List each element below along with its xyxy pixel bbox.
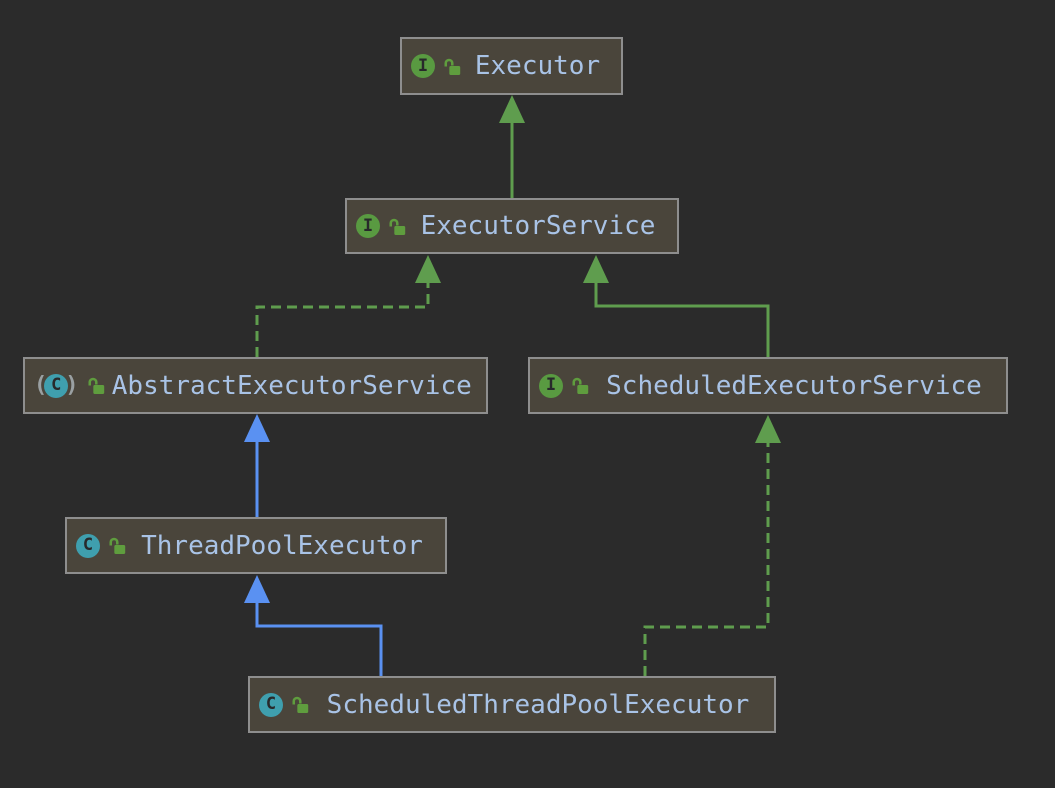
abstract-class-icon: ( C ) [34, 372, 79, 398]
edge-scheduledthreadpoolexecutor-implements-scheduledexecutorservice [643, 415, 781, 676]
public-lock-icon [572, 377, 589, 394]
interface-icon: I [411, 54, 435, 78]
edge-executorservice-extends-executor [499, 95, 525, 198]
executor-service-icons: I [356, 214, 407, 238]
edge-scheduledthreadpoolexecutor-extends-threadpoolexecutor [244, 575, 383, 676]
public-lock-icon [389, 218, 406, 235]
node-label-executor-service: ExecutorService [420, 211, 656, 241]
edge-threadpoolexecutor-extends-abstractexecutorservice [244, 414, 270, 517]
executor-icons: I [411, 54, 462, 78]
public-lock-icon [87, 377, 104, 394]
interface-icon: I [356, 214, 380, 238]
public-lock-icon [292, 696, 309, 713]
class-icon: C [76, 533, 100, 558]
node-executor[interactable]: I Executor [400, 37, 623, 95]
edge-scheduledexecutorservice-extends-executorservice [583, 255, 770, 357]
thread-pool-executor-icons: C [76, 533, 127, 558]
node-scheduled-thread-pool-executor[interactable]: C ScheduledThreadPoolExecutor [248, 676, 776, 733]
scheduled-thread-pool-executor-icons: C [259, 692, 310, 717]
scheduled-executor-service-icons: I [539, 373, 590, 398]
edge-abstractexecutorservice-implements-executorservice [255, 255, 441, 357]
public-lock-icon [444, 58, 461, 75]
node-label-abstract-executor-service: AbstractExecutorService [111, 370, 472, 401]
node-thread-pool-executor[interactable]: C ThreadPoolExecutor [65, 517, 447, 574]
node-label-thread-pool-executor: ThreadPoolExecutor [141, 530, 423, 561]
node-scheduled-executor-service[interactable]: I ScheduledExecutorService [528, 357, 1008, 414]
node-label-scheduled-thread-pool-executor: ScheduledThreadPoolExecutor [326, 689, 750, 720]
interface-icon: I [539, 373, 563, 398]
node-abstract-executor-service[interactable]: ( C ) AbstractExecutorService [23, 357, 488, 414]
abstract-executor-service-icons: ( C ) [34, 372, 106, 398]
node-executor-service[interactable]: I ExecutorService [345, 198, 679, 254]
public-lock-icon [109, 537, 126, 554]
class-icon: C [259, 692, 283, 717]
node-label-executor: Executor [474, 51, 601, 81]
node-label-scheduled-executor-service: ScheduledExecutorService [606, 370, 982, 401]
